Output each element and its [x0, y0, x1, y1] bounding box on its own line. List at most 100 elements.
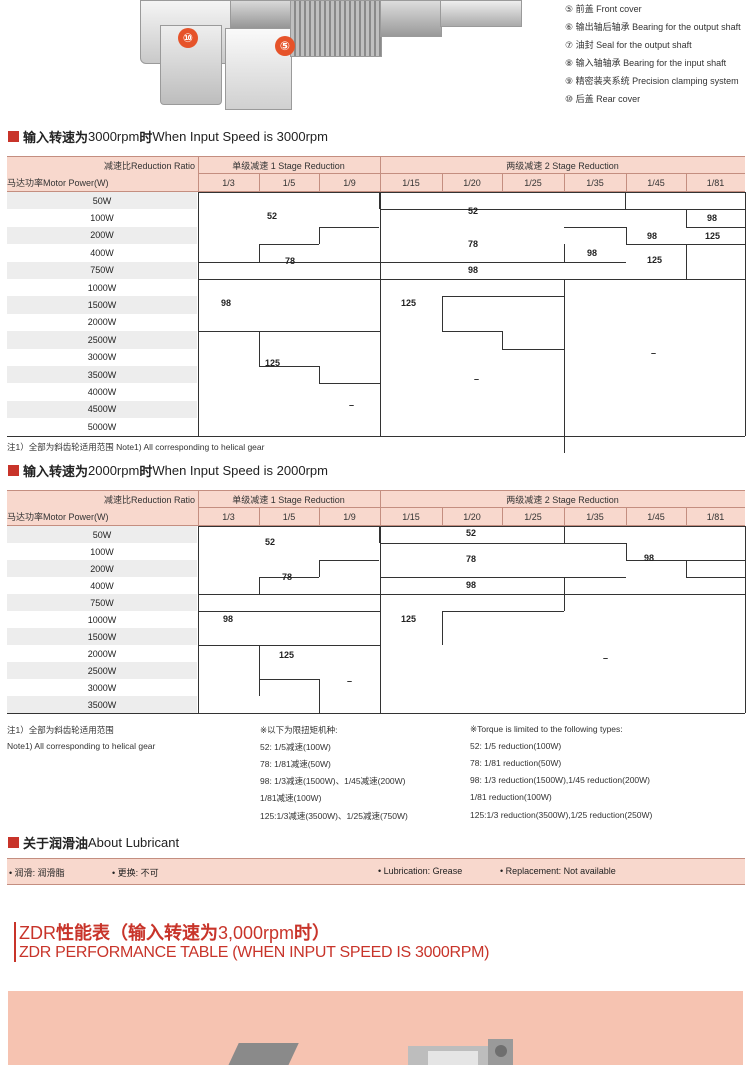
power-row-label: 3000W	[87, 682, 117, 693]
torque-value: 98	[707, 213, 718, 223]
range-boundary-line	[380, 577, 564, 578]
perf-title-cn: ZDR性能表（输入转速为3,000rpm时）	[19, 923, 331, 943]
range-boundary-line	[564, 577, 626, 578]
torque-value: 98	[647, 231, 658, 241]
torque-value: –	[603, 653, 609, 663]
ratio-header: 1/9	[343, 511, 356, 522]
limit-title-en: ※Torque is limited to the following type…	[470, 724, 623, 734]
torque-value: 52	[265, 537, 276, 547]
range-boundary-line	[198, 611, 380, 612]
torque-value: 78	[468, 239, 479, 249]
limit-title-cn: ※以下为限扭矩机种:	[260, 725, 338, 735]
range-boundary-line	[259, 577, 319, 578]
power-row-label: 4000W	[87, 387, 117, 398]
range-boundary-line	[626, 244, 745, 246]
ratio-header: 1/20	[463, 511, 481, 522]
range-boundary-line	[380, 209, 625, 211]
torque-value: 125	[401, 614, 417, 624]
limit-cn: 125:1/3减速(3500W)、1/25减速(750W)	[260, 811, 408, 821]
part-item: ⑩ 后盖 Rear cover	[565, 94, 641, 104]
limit-en: 125:1/3 reduction(3500W),1/25 reduction(…	[470, 810, 653, 820]
range-boundary-line	[7, 435, 745, 437]
range-boundary-line	[626, 226, 627, 245]
power-row-label: 400W	[90, 247, 114, 258]
range-boundary-line	[198, 526, 199, 713]
range-boundary-line	[198, 279, 380, 280]
limit-en: 78: 1/81 reduction(50W)	[470, 758, 562, 768]
torque-value: –	[349, 400, 355, 410]
power-row-label: 3500W	[7, 366, 197, 384]
section-title-cn2: 时	[139, 130, 153, 145]
range-boundary-line	[198, 526, 380, 527]
range-boundary-line	[626, 279, 686, 280]
ratio-header: 1/25	[524, 511, 542, 522]
torque-value: 78	[282, 572, 293, 582]
range-boundary-line	[564, 279, 565, 453]
power-row-label: 2500W	[7, 331, 197, 349]
ratio-header: 1/15	[402, 177, 420, 188]
range-boundary-line	[379, 192, 380, 210]
power-row-label: 750W	[7, 594, 197, 611]
ratio-header: 1/20	[463, 177, 481, 188]
range-boundary-line	[442, 331, 502, 333]
torque-value: 78	[466, 554, 477, 564]
lubrication-en: • Lubrication: Grease	[378, 866, 463, 876]
stage1-label: 单级减速 1 Stage Reduction	[232, 495, 345, 505]
range-boundary-line	[319, 366, 320, 384]
power-row-label: 2500W	[7, 662, 197, 679]
range-boundary-line	[625, 192, 626, 210]
note-en: Note1) All corresponding to helical gear	[7, 741, 156, 751]
power-row-label: 50W	[7, 192, 197, 210]
range-boundary-line	[686, 577, 745, 578]
ratio-label: 减速比Reduction Ratio	[103, 161, 195, 171]
range-boundary-line	[198, 192, 380, 193]
range-boundary-line	[198, 645, 380, 646]
torque-value: 98	[644, 553, 655, 563]
limit-cn: 1/81减速(100W)	[260, 793, 322, 803]
torque-value: 98	[221, 298, 232, 308]
range-boundary-line	[319, 560, 320, 577]
power-row-label: 200W	[7, 226, 197, 245]
stage2-label: 两级减速 2 Stage Reduction	[506, 161, 619, 171]
perf-title-en: ZDR PERFORMANCE TABLE (WHEN INPUT SPEED …	[19, 944, 490, 961]
product-image-panel	[8, 991, 743, 1065]
range-boundary-line	[564, 244, 565, 262]
limit-en: 52: 1/5 reduction(100W)	[470, 741, 562, 751]
range-boundary-line	[380, 526, 381, 713]
power-row-label: 2000W	[87, 317, 117, 328]
power-row-label: 1000W	[87, 282, 117, 293]
power-row-label: 400W	[90, 580, 114, 591]
power-row-label: 750W	[7, 261, 197, 279]
ratio-header: 1/3	[222, 177, 235, 188]
torque-value: 78	[285, 256, 296, 266]
performance-table-2000rpm: 减速比Reduction Ratio 马达功率Motor Power(W) 单级…	[7, 490, 746, 715]
torque-value: 98	[223, 614, 234, 624]
power-row-label: 1500W	[7, 296, 197, 314]
torque-value: 52	[468, 206, 479, 216]
stage1-label: 单级减速 1 Stage Reduction	[232, 161, 345, 171]
torque-value: 125	[279, 650, 295, 660]
range-boundary-line	[319, 679, 320, 713]
range-boundary-line	[7, 713, 745, 714]
range-boundary-line	[259, 331, 260, 366]
table-header: 减速比Reduction Ratio 马达功率Motor Power(W) 单级…	[7, 156, 745, 192]
range-boundary-line	[259, 577, 260, 594]
power-row-label: 100W	[90, 213, 114, 224]
range-boundary-line	[626, 560, 745, 561]
torque-value: 98	[468, 265, 479, 275]
ratio-header: 1/81	[706, 511, 725, 522]
torque-value: –	[651, 348, 657, 358]
part-item: ⑦ 油封 Seal for the output shaft	[565, 40, 692, 50]
range-boundary-line	[442, 611, 443, 645]
ratio-header: 1/81	[706, 177, 725, 188]
ratio-header: 1/3	[222, 511, 235, 522]
performance-table-3000rpm: 减速比Reduction Ratio 马达功率Motor Power(W) 单级…	[7, 156, 746, 453]
power-row-label: 3500W	[7, 696, 197, 713]
ratio-header: 1/9	[343, 177, 356, 188]
power-row-label: 200W	[7, 560, 197, 577]
limit-cn: 98: 1/3减速(1500W)、1/45减速(200W)	[260, 776, 406, 786]
ratio-header: 1/45	[647, 511, 665, 522]
power-row-label: 2000W	[87, 648, 117, 659]
